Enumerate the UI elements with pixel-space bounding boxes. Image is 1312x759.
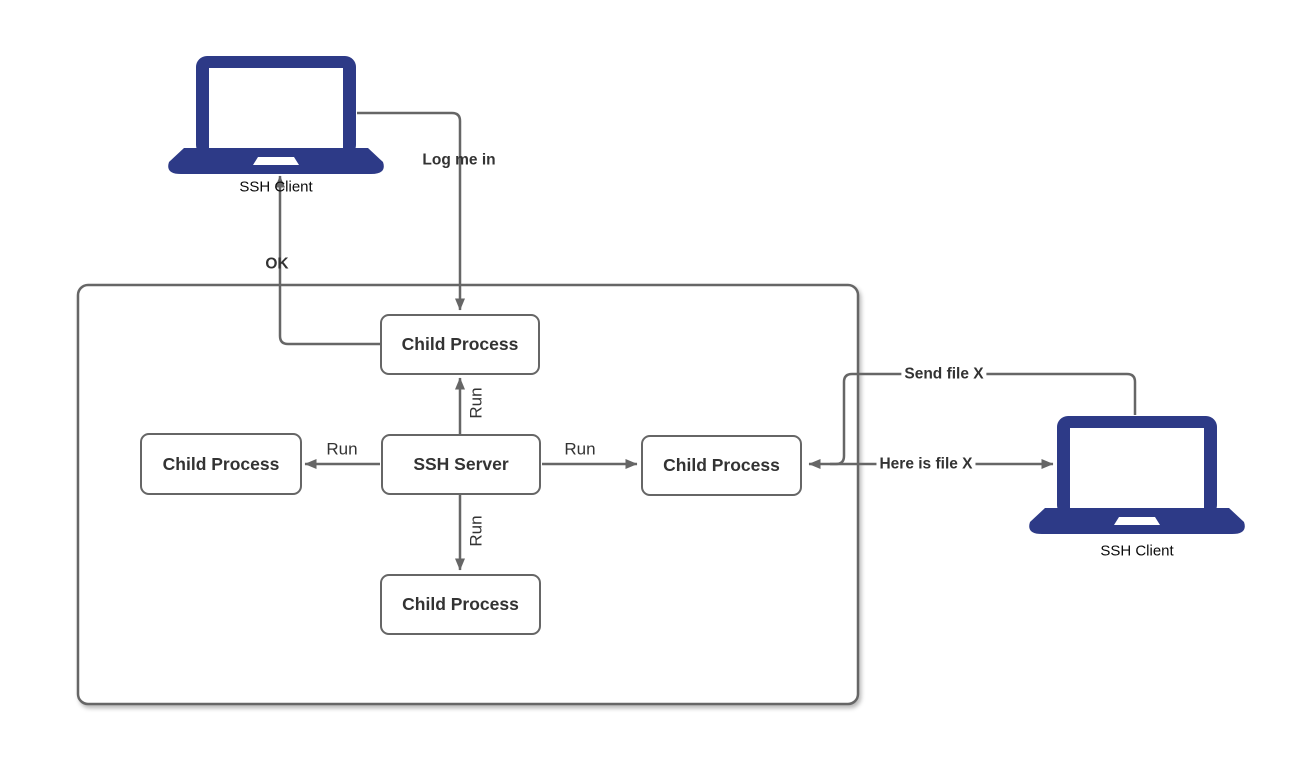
node-child-process-right: Child Process [641, 435, 802, 496]
edge-label-run-up: Run [466, 387, 486, 419]
edge-label-ok: OK [265, 255, 289, 273]
node-child-process-left: Child Process [140, 433, 302, 495]
node-ssh-server: SSH Server [381, 434, 541, 495]
label-ssh-client-right: SSH Client [1100, 542, 1174, 560]
node-label: Child Process [162, 453, 280, 474]
edge-label-run-right: Run [564, 439, 596, 459]
edge-label-run-left: Run [326, 439, 358, 459]
laptop-icon-right [1029, 416, 1245, 534]
edge-label-log-me-in: Log me in [422, 151, 496, 169]
edge-send-file-x [830, 372, 1137, 466]
node-label: SSH Server [413, 454, 509, 474]
edge-label-run-down: Run [466, 515, 486, 547]
edge-ok [275, 175, 380, 346]
node-child-process-top: Child Process [380, 314, 540, 375]
node-label: Child Process [401, 334, 519, 354]
node-label: Child Process [663, 455, 780, 475]
node-label: Child Process [402, 594, 519, 614]
edge-label-send-file-x: Send file X [901, 365, 987, 383]
label-ssh-client-left: SSH Client [239, 178, 313, 196]
laptop-icon-left [168, 56, 384, 174]
edge-label-here-is-file-x: Here is file X [876, 455, 976, 473]
edge-log-me-in [357, 111, 465, 311]
node-child-process-bottom: Child Process [380, 574, 541, 635]
